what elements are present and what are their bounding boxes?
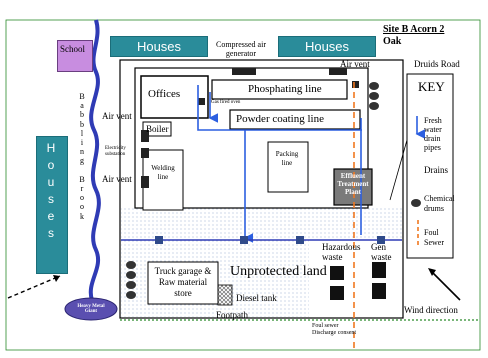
equipment-small-1 — [352, 81, 359, 88]
page-border — [5, 19, 481, 351]
fresh-water-pipes — [121, 85, 402, 243]
chemical-drums-top — [369, 82, 379, 110]
gen-waste-bins — [372, 262, 386, 299]
key-fresh-water: Fresh water drain pipes — [424, 116, 442, 152]
boiler-block — [142, 121, 172, 137]
houses-top-right: Houses — [278, 36, 376, 57]
dashed-pointer — [7, 275, 61, 299]
druids-road-label: Druids Road — [414, 59, 460, 69]
hazardous-label: Hazardous waste — [322, 242, 361, 262]
site-boundary — [119, 59, 404, 319]
vent-unit-2 — [141, 176, 149, 188]
vent-unit-1 — [141, 130, 149, 142]
gen-waste-label: Gen waste — [371, 242, 392, 262]
heavy-metal-label: Heavy Metal Giant — [77, 304, 105, 314]
site-subtitle: Oak — [383, 36, 402, 47]
boiler-label: Boiler — [146, 124, 169, 134]
diesel-label: Diesel tank — [236, 293, 277, 303]
babbling-brook — [88, 19, 101, 301]
wind-arrow-line — [429, 269, 461, 301]
diesel-tank-shape — [217, 284, 233, 306]
truck-garage-block — [147, 261, 219, 305]
key-drum-symbol — [411, 199, 421, 207]
packing-label: Packing line — [275, 150, 299, 167]
road-line — [389, 139, 408, 201]
effluent-label: Effluent Treatment Plant — [337, 172, 369, 196]
school-block — [57, 40, 93, 72]
top-vent-unit — [329, 68, 347, 75]
unprotected-label: Unprotected land — [230, 264, 327, 279]
school-label: School — [60, 44, 86, 54]
effluent-plant — [333, 168, 373, 206]
foul-sewer-discharge-label: Foul sewer Discharge consent — [312, 323, 357, 336]
wind-label: Wind direction — [404, 305, 458, 315]
welding-block — [142, 149, 184, 211]
electricity-label: Electricity substation — [105, 146, 126, 157]
site-title: Site B Acorn 2 — [383, 24, 445, 35]
powder-coating-label: Powder coating line — [236, 113, 324, 125]
key-title: KEY — [418, 79, 445, 94]
electricity-unit — [141, 148, 149, 158]
offices-block — [140, 75, 209, 119]
phosphating-label: Phosphating line — [248, 83, 322, 95]
hazardous-waste-bins — [330, 266, 344, 300]
air-vent-left2-label: Air vent — [102, 174, 132, 184]
chemical-drums-yard — [126, 261, 136, 299]
welding-label: Welding line — [151, 164, 175, 181]
packing-block — [267, 141, 309, 193]
compressor-unit — [232, 68, 256, 75]
dashed-pointer-head — [53, 275, 60, 282]
key-box — [406, 73, 454, 259]
key-chemical-drums: Chemical drums — [424, 194, 455, 213]
key-foul-sewer: Foul Sewer — [424, 228, 444, 247]
gas-oven-unit — [198, 98, 205, 105]
key-drains: Drains — [424, 165, 448, 175]
heavy-metal-oval — [64, 297, 118, 321]
compressor-label: Compressed air generator — [216, 40, 266, 58]
houses-top-left: Houses — [110, 36, 208, 57]
offices-label: Offices — [148, 88, 181, 100]
dotted-yard — [121, 208, 402, 240]
phosphating-block — [211, 79, 348, 100]
gas-oven-label: Gas fired oven — [211, 100, 241, 105]
air-vent-top-label: Air vent — [340, 59, 370, 69]
air-vent-left1-label: Air vent — [102, 111, 132, 121]
houses-left — [36, 136, 68, 274]
footpath-label: Footpath — [216, 310, 249, 320]
powder-coating-block — [229, 109, 361, 130]
truck-garage-label: Truck garage & Raw material store — [154, 266, 212, 298]
wind-arrow-head — [428, 268, 436, 276]
